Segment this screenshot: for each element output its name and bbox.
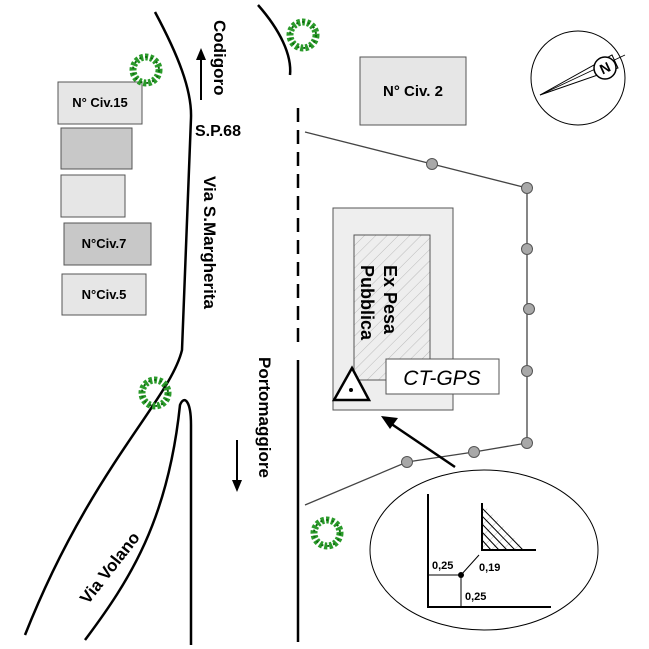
ct-gps-callout: CT-GPS xyxy=(385,358,500,395)
building-civ7-label: N°Civ.7 xyxy=(82,236,127,251)
survey-point-triangle-icon xyxy=(331,365,372,402)
fence-post xyxy=(521,437,533,449)
ct-gps-label: CT-GPS xyxy=(403,367,480,390)
via-volano-edge xyxy=(83,399,193,645)
roads xyxy=(23,4,300,645)
building-civ2-label: N° Civ. 2 xyxy=(383,83,443,100)
tree-icon xyxy=(314,520,340,546)
building-civ5: N°Civ.5 xyxy=(61,273,147,316)
fence-post xyxy=(521,365,533,377)
arrow-down-icon xyxy=(232,440,242,492)
building-civ15: N° Civ.15 xyxy=(57,81,143,125)
fence-post xyxy=(468,446,480,458)
label-codigoro: Codigoro xyxy=(210,20,229,96)
label-sp68: S.P.68 xyxy=(195,123,241,140)
fence-post xyxy=(523,303,535,315)
road-right-curve xyxy=(257,4,292,76)
road-left-edge xyxy=(23,11,193,636)
offset-bottom-label: 0,25 xyxy=(465,591,486,603)
label-via-margherita: Via S.Margherita xyxy=(200,176,219,309)
building-civ15-label: N° Civ.15 xyxy=(72,95,128,110)
building xyxy=(60,174,126,218)
ex-pesa-label-2: Pubblica xyxy=(357,265,377,341)
tree-icon xyxy=(290,22,316,48)
fence-post xyxy=(521,182,533,194)
offset-diag-label: 0,19 xyxy=(479,562,500,574)
building-civ2: N° Civ. 2 xyxy=(359,56,467,126)
detail-inset: 0,25 0,19 0,25 xyxy=(369,469,599,631)
label-portomaggiore: Portomaggiore xyxy=(255,357,274,478)
building xyxy=(60,127,133,170)
building-civ7: N°Civ.7 xyxy=(63,222,152,266)
fence-post xyxy=(426,158,438,170)
tree-icon xyxy=(133,57,159,83)
offset-left-label: 0,25 xyxy=(432,560,453,572)
ex-pesa-label-1: Ex Pesa xyxy=(380,265,400,335)
fence-post xyxy=(401,456,413,468)
pointer-arrow-icon xyxy=(381,416,456,469)
arrow-up-icon xyxy=(196,48,206,100)
fence-post xyxy=(521,243,533,255)
building-civ5-label: N°Civ.5 xyxy=(82,287,127,302)
compass-icon: N xyxy=(530,30,626,126)
fence xyxy=(304,131,535,506)
